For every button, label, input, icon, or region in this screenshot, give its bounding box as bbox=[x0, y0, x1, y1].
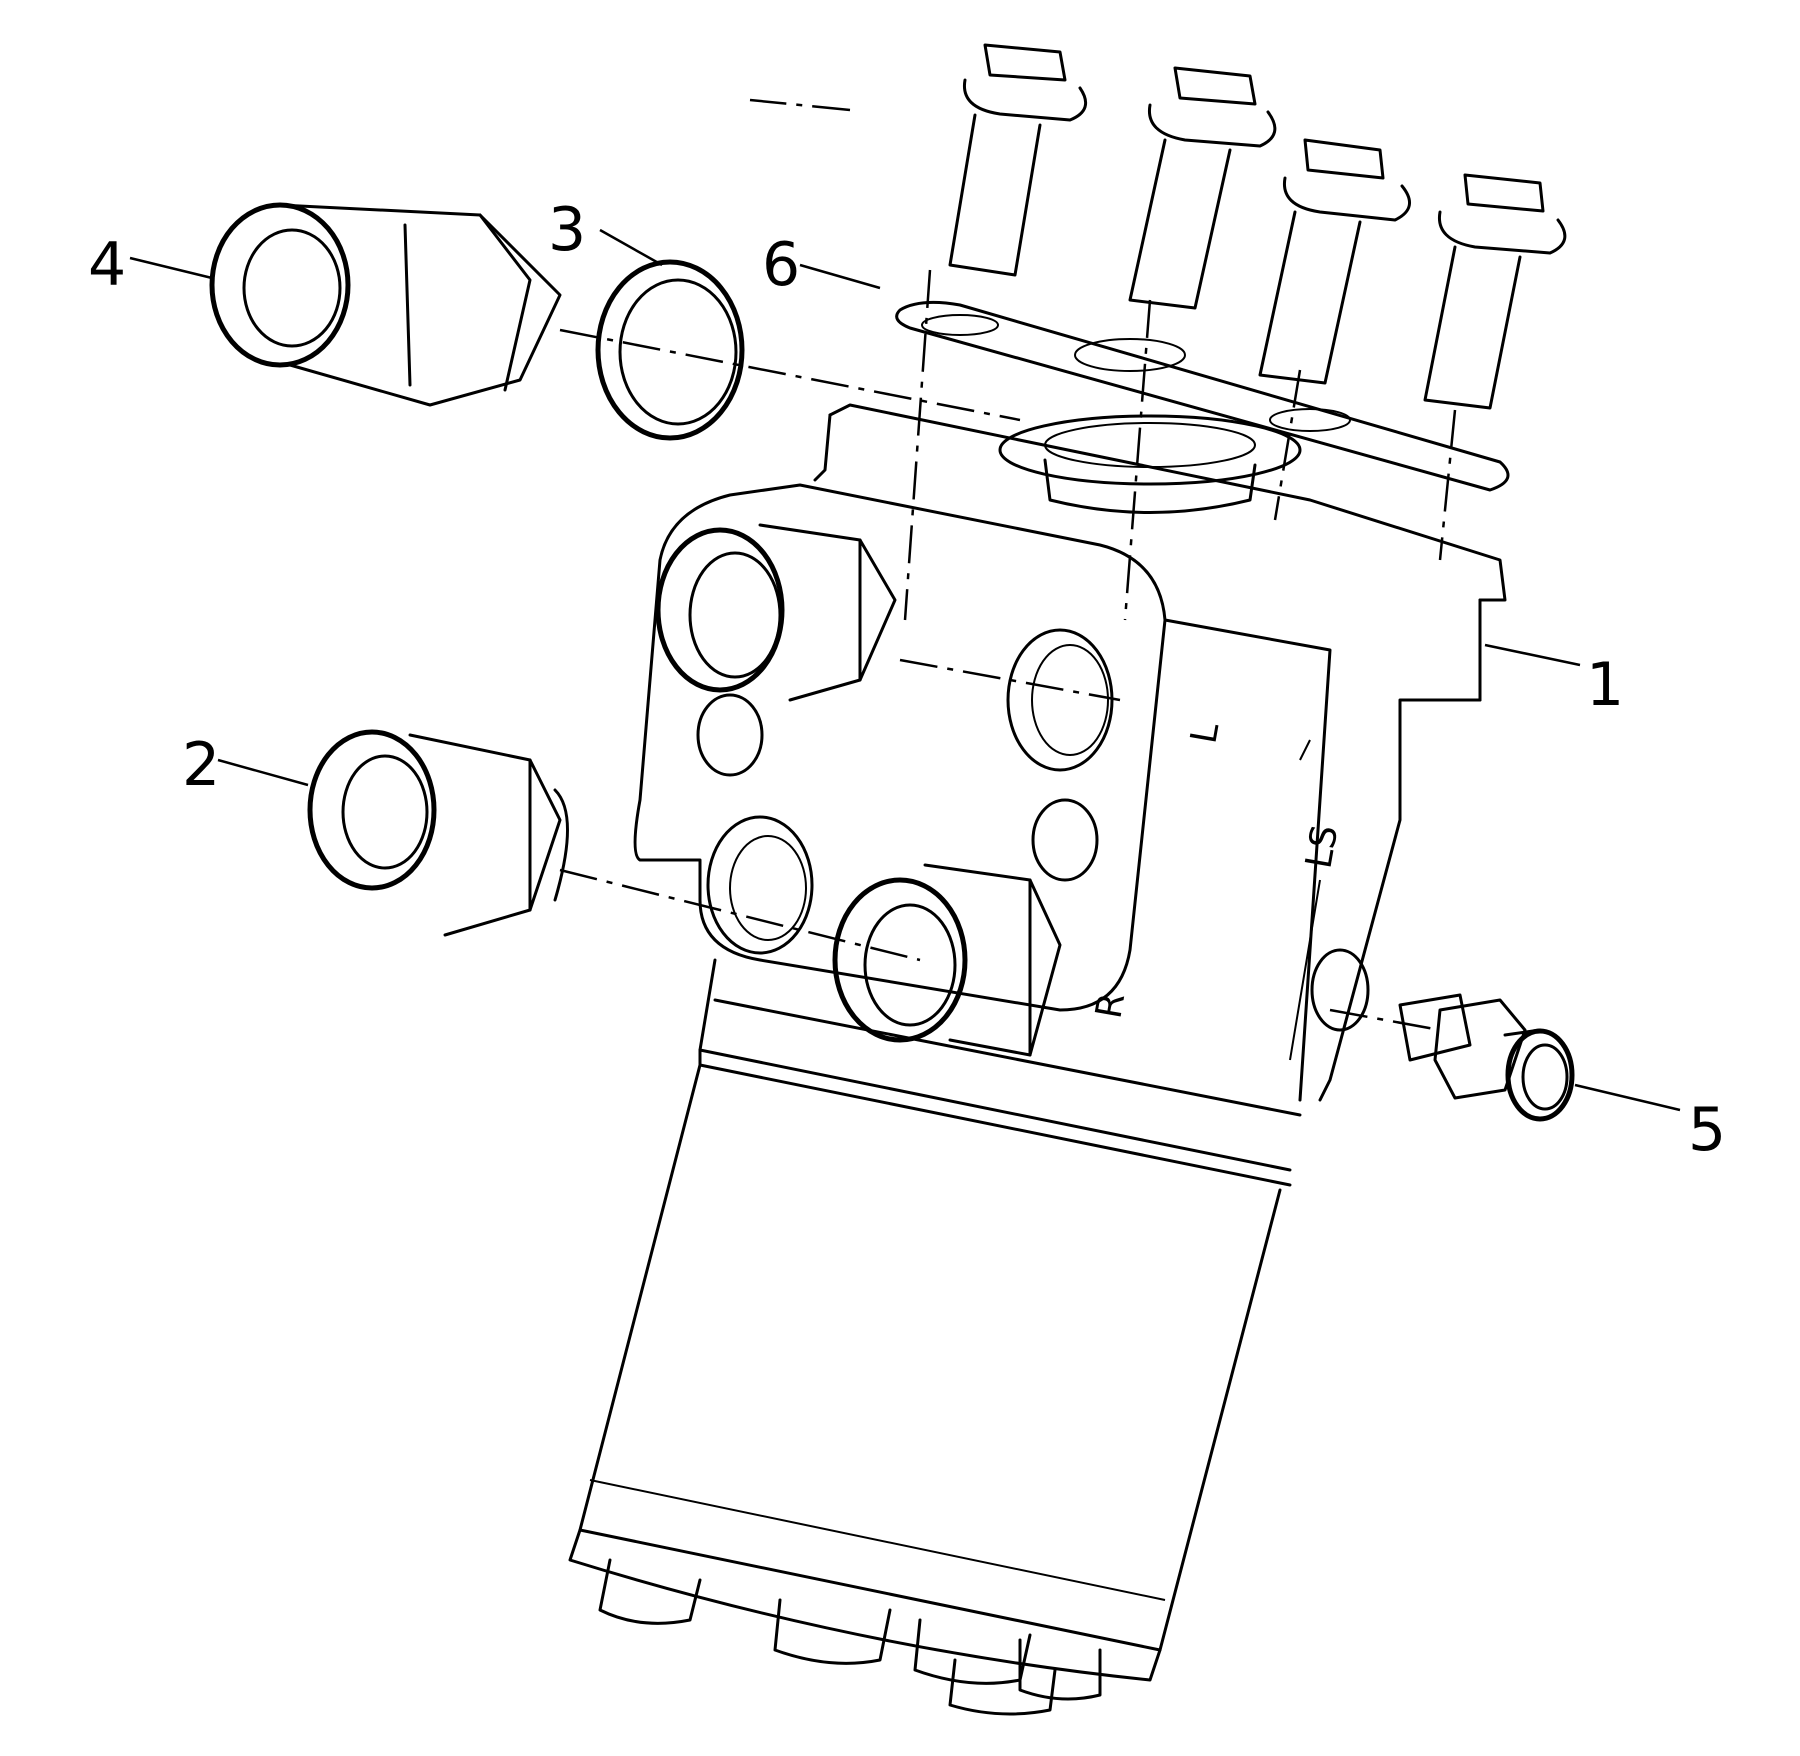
bottom-bolt-heads bbox=[598, 1558, 1102, 1716]
part-4-fitting bbox=[209, 202, 562, 407]
part-5-fitting bbox=[1398, 993, 1575, 1122]
port-markings: LS L R bbox=[1088, 720, 1346, 1022]
part-2-fitting bbox=[307, 729, 569, 937]
body-fitting-lower bbox=[832, 863, 1062, 1057]
body-ports bbox=[696, 628, 1370, 1032]
bolt-3 bbox=[1258, 138, 1411, 385]
callout-5: 5 bbox=[1688, 1095, 1726, 1165]
port-mark-r: R bbox=[1088, 990, 1133, 1022]
top-flange bbox=[895, 300, 1510, 514]
port-mark-ls: LS bbox=[1298, 822, 1346, 871]
mounting-bolts bbox=[948, 43, 1567, 410]
center-lines bbox=[559, 98, 1457, 1032]
bolt-4 bbox=[1423, 173, 1567, 410]
port-mark-l: L bbox=[1183, 720, 1227, 747]
valve-body bbox=[568, 403, 1507, 1716]
callout-2: 2 bbox=[182, 730, 220, 800]
callout-4: 4 bbox=[88, 230, 126, 300]
callout-1: 1 bbox=[1586, 650, 1624, 720]
body-fitting-upper bbox=[655, 523, 897, 702]
leader-lines bbox=[129, 228, 1681, 1112]
callout-3: 3 bbox=[548, 195, 586, 265]
callout-labels: 4 3 6 2 1 5 bbox=[88, 195, 1726, 1165]
bolt-2 bbox=[1128, 66, 1277, 310]
bolt-1 bbox=[948, 43, 1088, 277]
callout-6: 6 bbox=[762, 230, 800, 300]
part-3-seal-ring bbox=[595, 259, 745, 441]
